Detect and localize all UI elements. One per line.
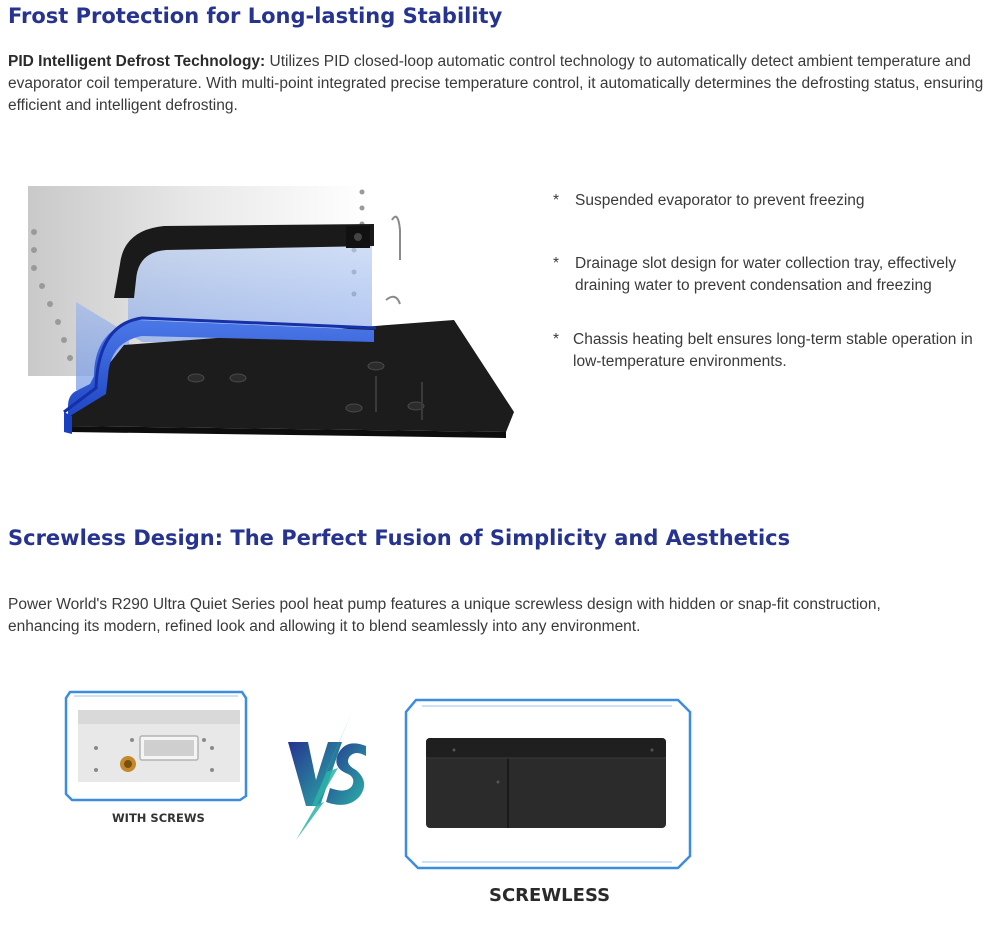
section-title-frost: Frost Protection for Long-lasting Stabil… xyxy=(8,4,503,28)
defrost-lead: PID Intelligent Defrost Technology: xyxy=(8,53,266,70)
section-title-screwless: Screwless Design: The Perfect Fusion of … xyxy=(8,526,791,550)
screwless-description: Power World's R290 Ultra Quiet Series po… xyxy=(8,596,881,635)
bullet-star: * xyxy=(553,255,560,272)
screwless-label: SCREWLESS xyxy=(489,885,611,906)
feature-text: Drainage slot design for water collectio… xyxy=(575,255,957,294)
with-screws-image xyxy=(64,690,248,802)
defrost-description: PID Intelligent Defrost Technology: Util… xyxy=(8,51,998,117)
feature-text: Suspended evaporator to prevent freezing xyxy=(575,192,865,209)
feature-suspended-evaporator: * Suspended evaporator to prevent freezi… xyxy=(553,190,998,212)
bullet-star: * xyxy=(553,192,560,209)
with-screws-label: WITH SCREWS xyxy=(112,811,205,825)
defrost-text: Utilizes PID closed-loop automatic contr… xyxy=(8,53,984,114)
screwless-image xyxy=(404,698,692,870)
evaporator-chassis-illustration xyxy=(28,186,514,438)
feature-text: Chassis heating belt ensures long-term s… xyxy=(573,331,973,370)
feature-drainage-slot: * Drainage slot design for water collect… xyxy=(553,253,998,297)
feature-heating-belt: * Chassis heating belt ensures long-term… xyxy=(553,329,998,373)
vs-icon xyxy=(288,712,366,840)
bullet-star: * xyxy=(553,331,560,348)
